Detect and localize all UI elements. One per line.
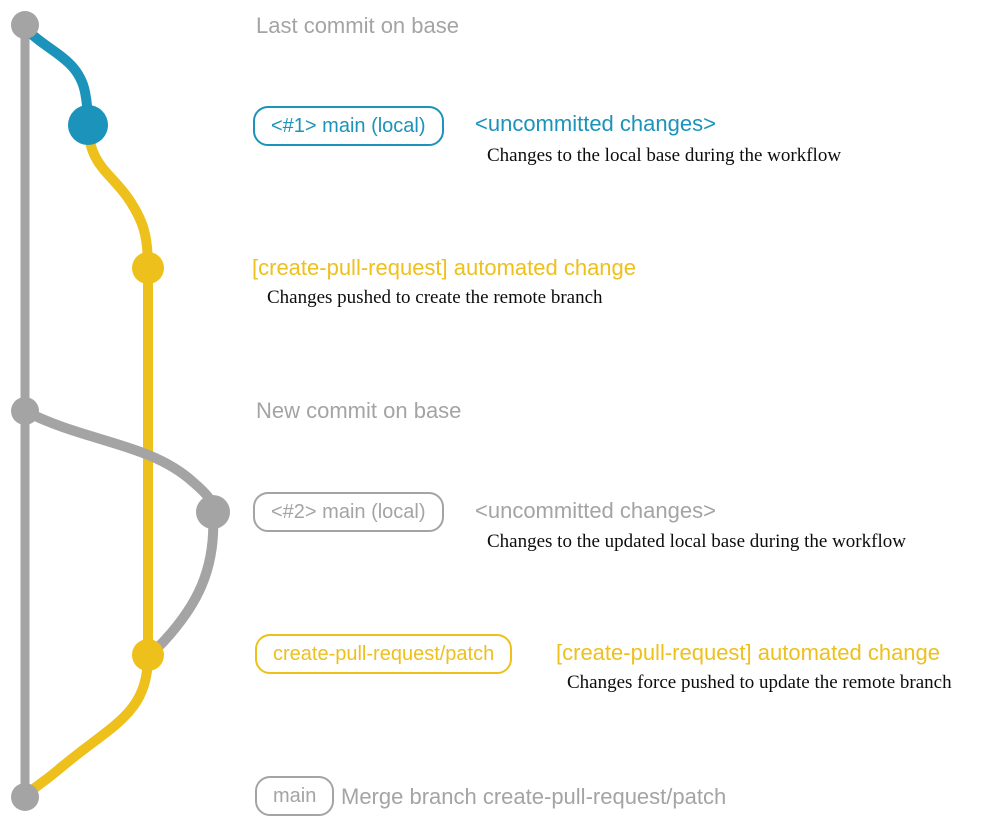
- commit-node-patch-2: [132, 639, 164, 671]
- branch-badge-patch-label: create-pull-request/patch: [273, 642, 495, 665]
- last-commit-title: Last commit on base: [256, 13, 459, 38]
- commit-node-patch-1: [132, 252, 164, 284]
- commit-node-new-base: [11, 397, 39, 425]
- local-changes-desc-2: Changes to the updated local base during…: [487, 531, 906, 552]
- automated-change-label-1: [create-pull-request] automated change: [252, 255, 637, 280]
- new-commit-title: New commit on base: [256, 398, 462, 423]
- branch-badge-main-local-1-label: <#1> main (local): [271, 114, 426, 137]
- patch-branch-line: [21, 120, 153, 801]
- merge-commit-label: Merge branch create-pull-request/patch: [341, 784, 727, 809]
- uncommitted-changes-note-1: <uncommitted changes>: [475, 111, 716, 136]
- branch-badge-patch: create-pull-request/patch: [255, 634, 513, 674]
- commit-node-merge: [11, 783, 39, 811]
- push-create-desc: Changes pushed to create the remote bran…: [267, 287, 603, 308]
- automated-change-label-2: [create-pull-request] automated change: [556, 640, 941, 665]
- uncommitted-changes-note-2: <uncommitted changes>: [475, 498, 716, 523]
- branch-badge-main: main: [255, 776, 335, 816]
- base-update-branch-curve: [20, 406, 219, 661]
- commit-node-local-2: [196, 495, 230, 529]
- commit-node-last-base: [11, 11, 39, 39]
- force-push-desc: Changes force pushed to update the remot…: [567, 672, 952, 693]
- branch-badge-main-label: main: [273, 784, 317, 807]
- local-changes-desc-1: Changes to the local base during the wor…: [487, 145, 842, 166]
- branch-badge-main-local-1: <#1> main (local): [253, 106, 444, 146]
- branch-badge-main-local-2-label: <#2> main (local): [271, 500, 426, 523]
- commit-node-local-1: [68, 105, 108, 145]
- branch-badge-main-local-2: <#2> main (local): [253, 492, 444, 532]
